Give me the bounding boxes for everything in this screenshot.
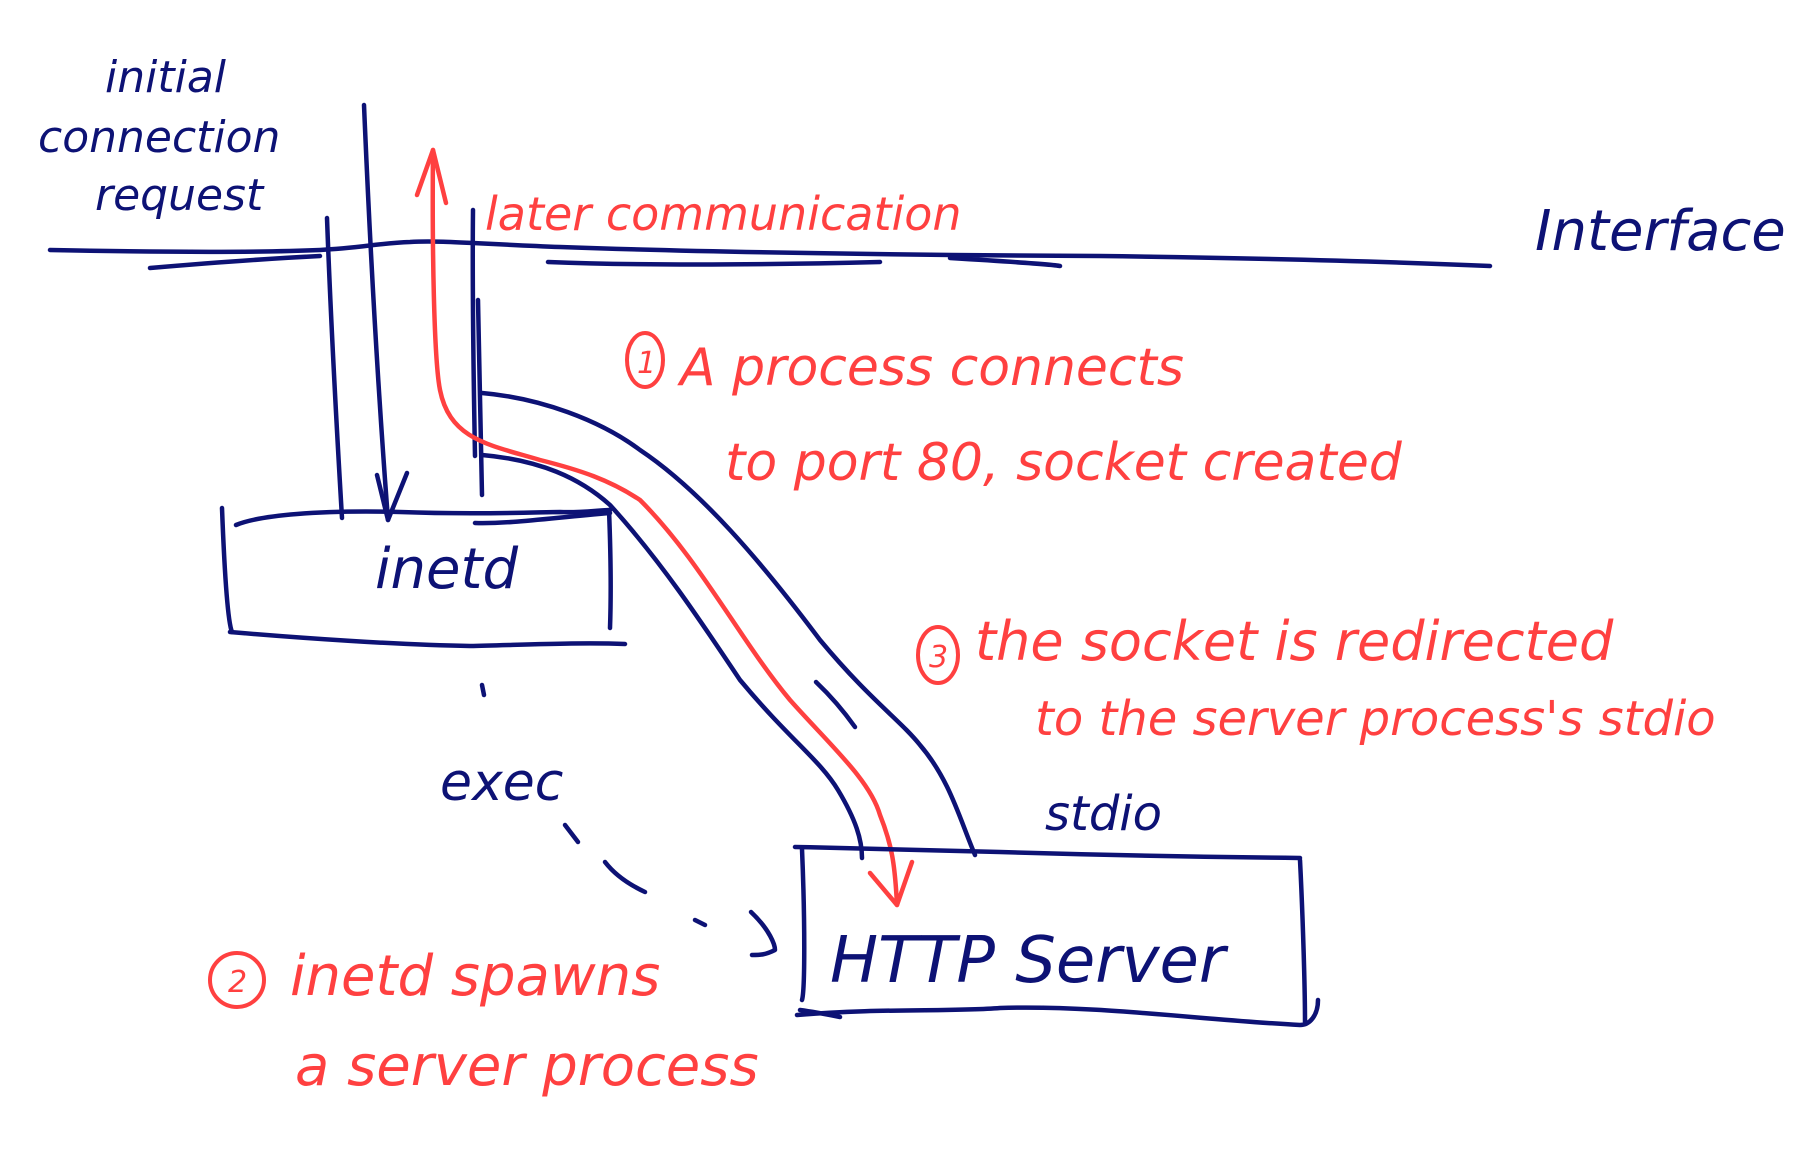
annotation-1-line-1: A process connects [677,338,1184,398]
exec-arrow: exec [440,682,778,958]
initial-request-line-1: initial [105,52,227,103]
inetd-box: inetd [219,505,628,649]
inetd-label: inetd [375,537,518,602]
initial-request-label: initial connection request [38,52,280,221]
step-3-number: 3 [929,640,948,675]
socket-pipe [479,390,978,861]
step-2-marker [208,951,266,1009]
pipe-left-vertical [470,207,485,498]
later-communication-label: later communication [485,187,962,241]
stdio-label: stdio [1045,786,1162,842]
step-1-marker [625,331,665,389]
exec-label: exec [440,753,563,813]
annotation-1-line-2: to port 80, socket created [725,433,1403,493]
interface-label: Interface [1535,199,1786,264]
step-1-number: 1 [637,346,656,381]
http-server-label: HTTP Server [830,924,1229,998]
http-server-box: HTTP Server [792,844,1321,1028]
initial-request-line-2: connection [38,112,280,163]
initial-request-line-3: request [95,170,265,221]
interface-line [47,239,1493,271]
later-communication-arrow [414,147,915,908]
annotation-2-line-2: a server process [295,1034,759,1099]
annotation-3: 3 the socket is redirected to the server… [916,610,1716,747]
annotation-3-line-2: to the server process's stdio [1035,691,1716,747]
step-2-number: 2 [228,965,247,1000]
annotation-3-line-1: the socket is redirected [975,610,1614,673]
annotation-2-line-1: inetd spawns [290,944,660,1009]
annotation-2: 2 inetd spawns a server process [208,944,759,1099]
annotation-1: 1 A process connects to port 80, socket … [625,331,1403,493]
initial-request-arrow [324,102,410,523]
step-3-marker [916,625,960,685]
